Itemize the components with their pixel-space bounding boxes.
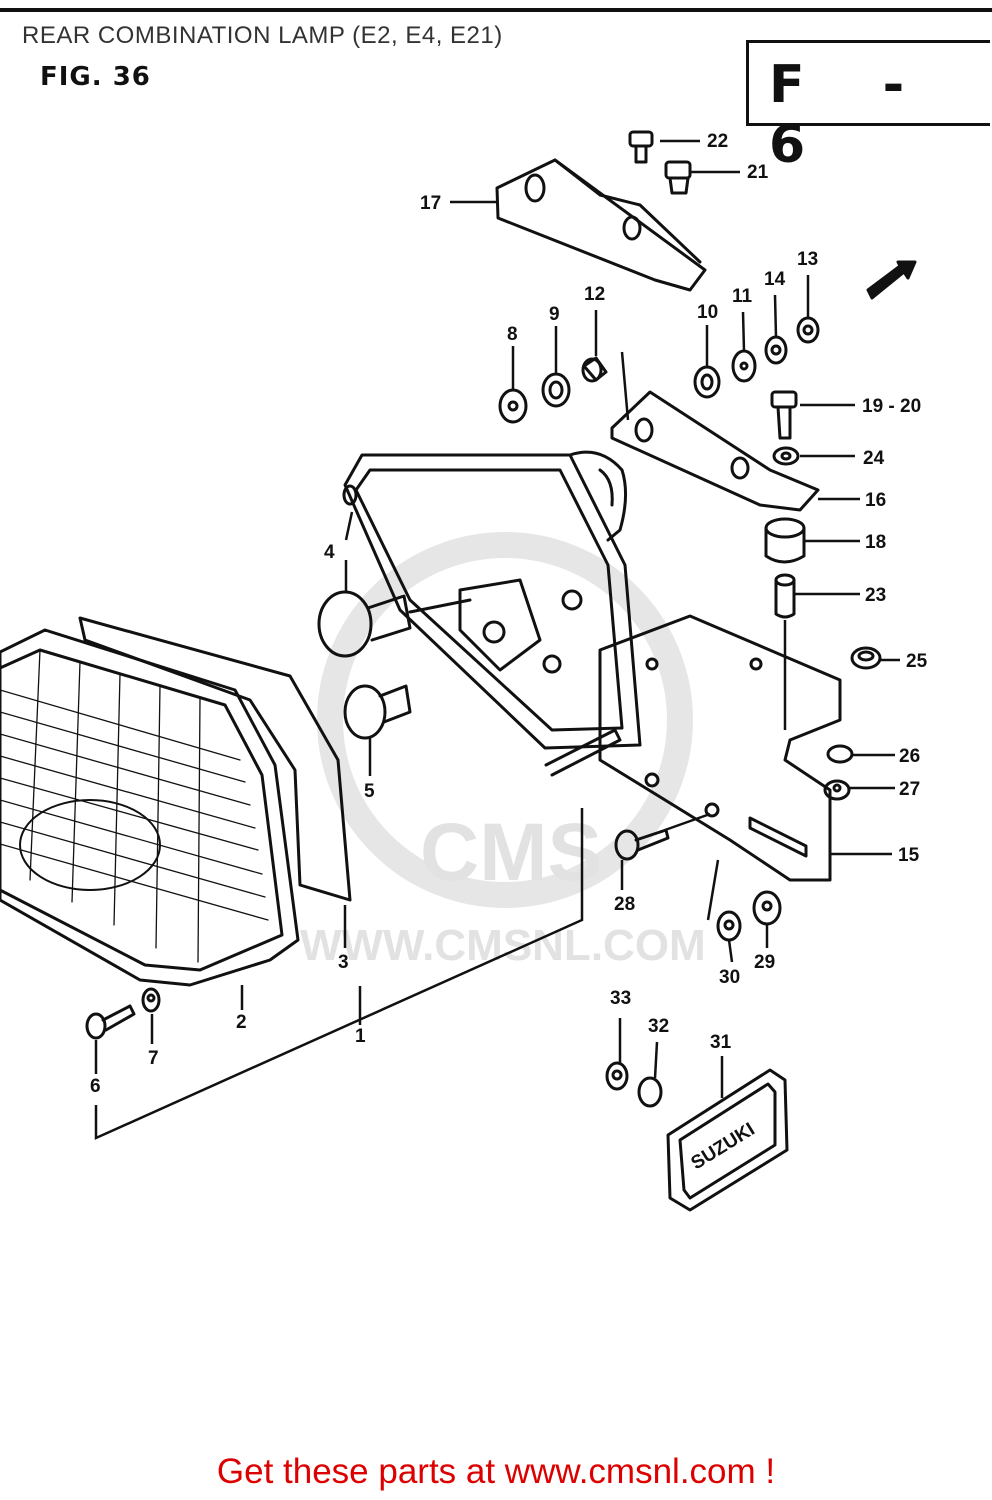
callout-21: 21 bbox=[747, 162, 769, 183]
callout-19-20: 19 - 20 bbox=[862, 396, 921, 417]
washer-part8 bbox=[498, 388, 528, 424]
bolt-part22 bbox=[628, 130, 654, 164]
washer-part10 bbox=[693, 365, 721, 399]
callout-15: 15 bbox=[898, 845, 920, 866]
callout-30: 30 bbox=[719, 967, 740, 988]
screw-part6 bbox=[85, 1004, 136, 1040]
nut-part30 bbox=[716, 910, 742, 942]
bulb-part5 bbox=[343, 684, 412, 740]
callout-18: 18 bbox=[865, 532, 886, 553]
leader-lines bbox=[94, 139, 900, 1140]
callout-14: 14 bbox=[764, 269, 786, 290]
callout-5: 5 bbox=[364, 781, 375, 802]
watermark-url: WWW.CMSNL.COM bbox=[300, 921, 706, 970]
bolt-part19-20 bbox=[770, 390, 798, 440]
callout-7: 7 bbox=[148, 1048, 159, 1069]
callout-17: 17 bbox=[420, 193, 441, 214]
upper-bracket-part17 bbox=[495, 158, 707, 292]
license-bracket-part15 bbox=[598, 614, 842, 882]
top-rule bbox=[0, 8, 992, 12]
section-code: F - 6 bbox=[769, 55, 935, 175]
nut-part14 bbox=[764, 335, 788, 365]
callout-13: 13 bbox=[797, 249, 818, 270]
nut-part7 bbox=[141, 987, 161, 1013]
washer-part24 bbox=[772, 446, 800, 466]
figure-number: FIG. 36 bbox=[40, 62, 151, 92]
washer-part9 bbox=[541, 372, 571, 408]
nut-part29 bbox=[752, 890, 782, 926]
callout-27: 27 bbox=[899, 779, 920, 800]
front-direction-arrow bbox=[866, 260, 917, 300]
callout-26: 26 bbox=[899, 746, 920, 767]
callout-8: 8 bbox=[507, 324, 518, 345]
collar-part12 bbox=[581, 356, 608, 383]
callout-25: 25 bbox=[906, 651, 928, 672]
callout-10: 10 bbox=[697, 302, 718, 323]
callout-9: 9 bbox=[549, 304, 560, 325]
callout-22: 22 bbox=[707, 131, 728, 152]
callout-29: 29 bbox=[754, 952, 775, 973]
footer-link[interactable]: Get these parts at www.cmsnl.com ! bbox=[216, 1452, 776, 1491]
callout-23: 23 bbox=[865, 585, 886, 606]
nut-part13 bbox=[796, 316, 820, 344]
lamp-housing bbox=[342, 450, 642, 777]
rubber-part18 bbox=[764, 517, 806, 564]
callout-33: 33 bbox=[610, 988, 631, 1009]
callout-32: 32 bbox=[648, 1016, 669, 1037]
callout-28: 28 bbox=[614, 894, 635, 915]
nut-part27 bbox=[823, 779, 851, 801]
page-title: REAR COMBINATION LAMP (E2, E4, E21) bbox=[22, 22, 503, 49]
lens-part2 bbox=[0, 628, 300, 987]
collar-part23 bbox=[774, 573, 796, 619]
callout-1: 1 bbox=[355, 1026, 366, 1047]
callout-6: 6 bbox=[90, 1076, 101, 1097]
grommet-part25 bbox=[850, 646, 882, 670]
callout-31: 31 bbox=[710, 1032, 732, 1053]
watermark: CMS WWW.CMSNL.COM bbox=[300, 532, 706, 970]
washer-part26 bbox=[826, 744, 854, 764]
callout-16: 16 bbox=[865, 490, 886, 511]
screw-part28 bbox=[614, 828, 670, 861]
lower-bracket-part16 bbox=[610, 390, 820, 512]
washer-part11 bbox=[731, 349, 757, 383]
reflector-part31 bbox=[666, 1068, 789, 1212]
nut-part33 bbox=[605, 1061, 629, 1091]
washer-part32 bbox=[637, 1076, 663, 1108]
section-code-box: F - 6 bbox=[746, 40, 990, 175]
callout-4: 4 bbox=[324, 542, 335, 563]
watermark-brand: CMS bbox=[420, 807, 602, 898]
callout-24: 24 bbox=[863, 448, 885, 469]
callout-12: 12 bbox=[584, 284, 605, 305]
gasket-part3 bbox=[78, 616, 352, 902]
callout-labels: 1 2 3 4 5 6 7 8 9 10 11 12 13 14 15 16 1… bbox=[90, 131, 928, 1174]
bolt-part21 bbox=[664, 160, 692, 195]
callout-2: 2 bbox=[236, 1012, 247, 1033]
callout-11: 11 bbox=[732, 286, 753, 307]
callout-3: 3 bbox=[338, 952, 349, 973]
